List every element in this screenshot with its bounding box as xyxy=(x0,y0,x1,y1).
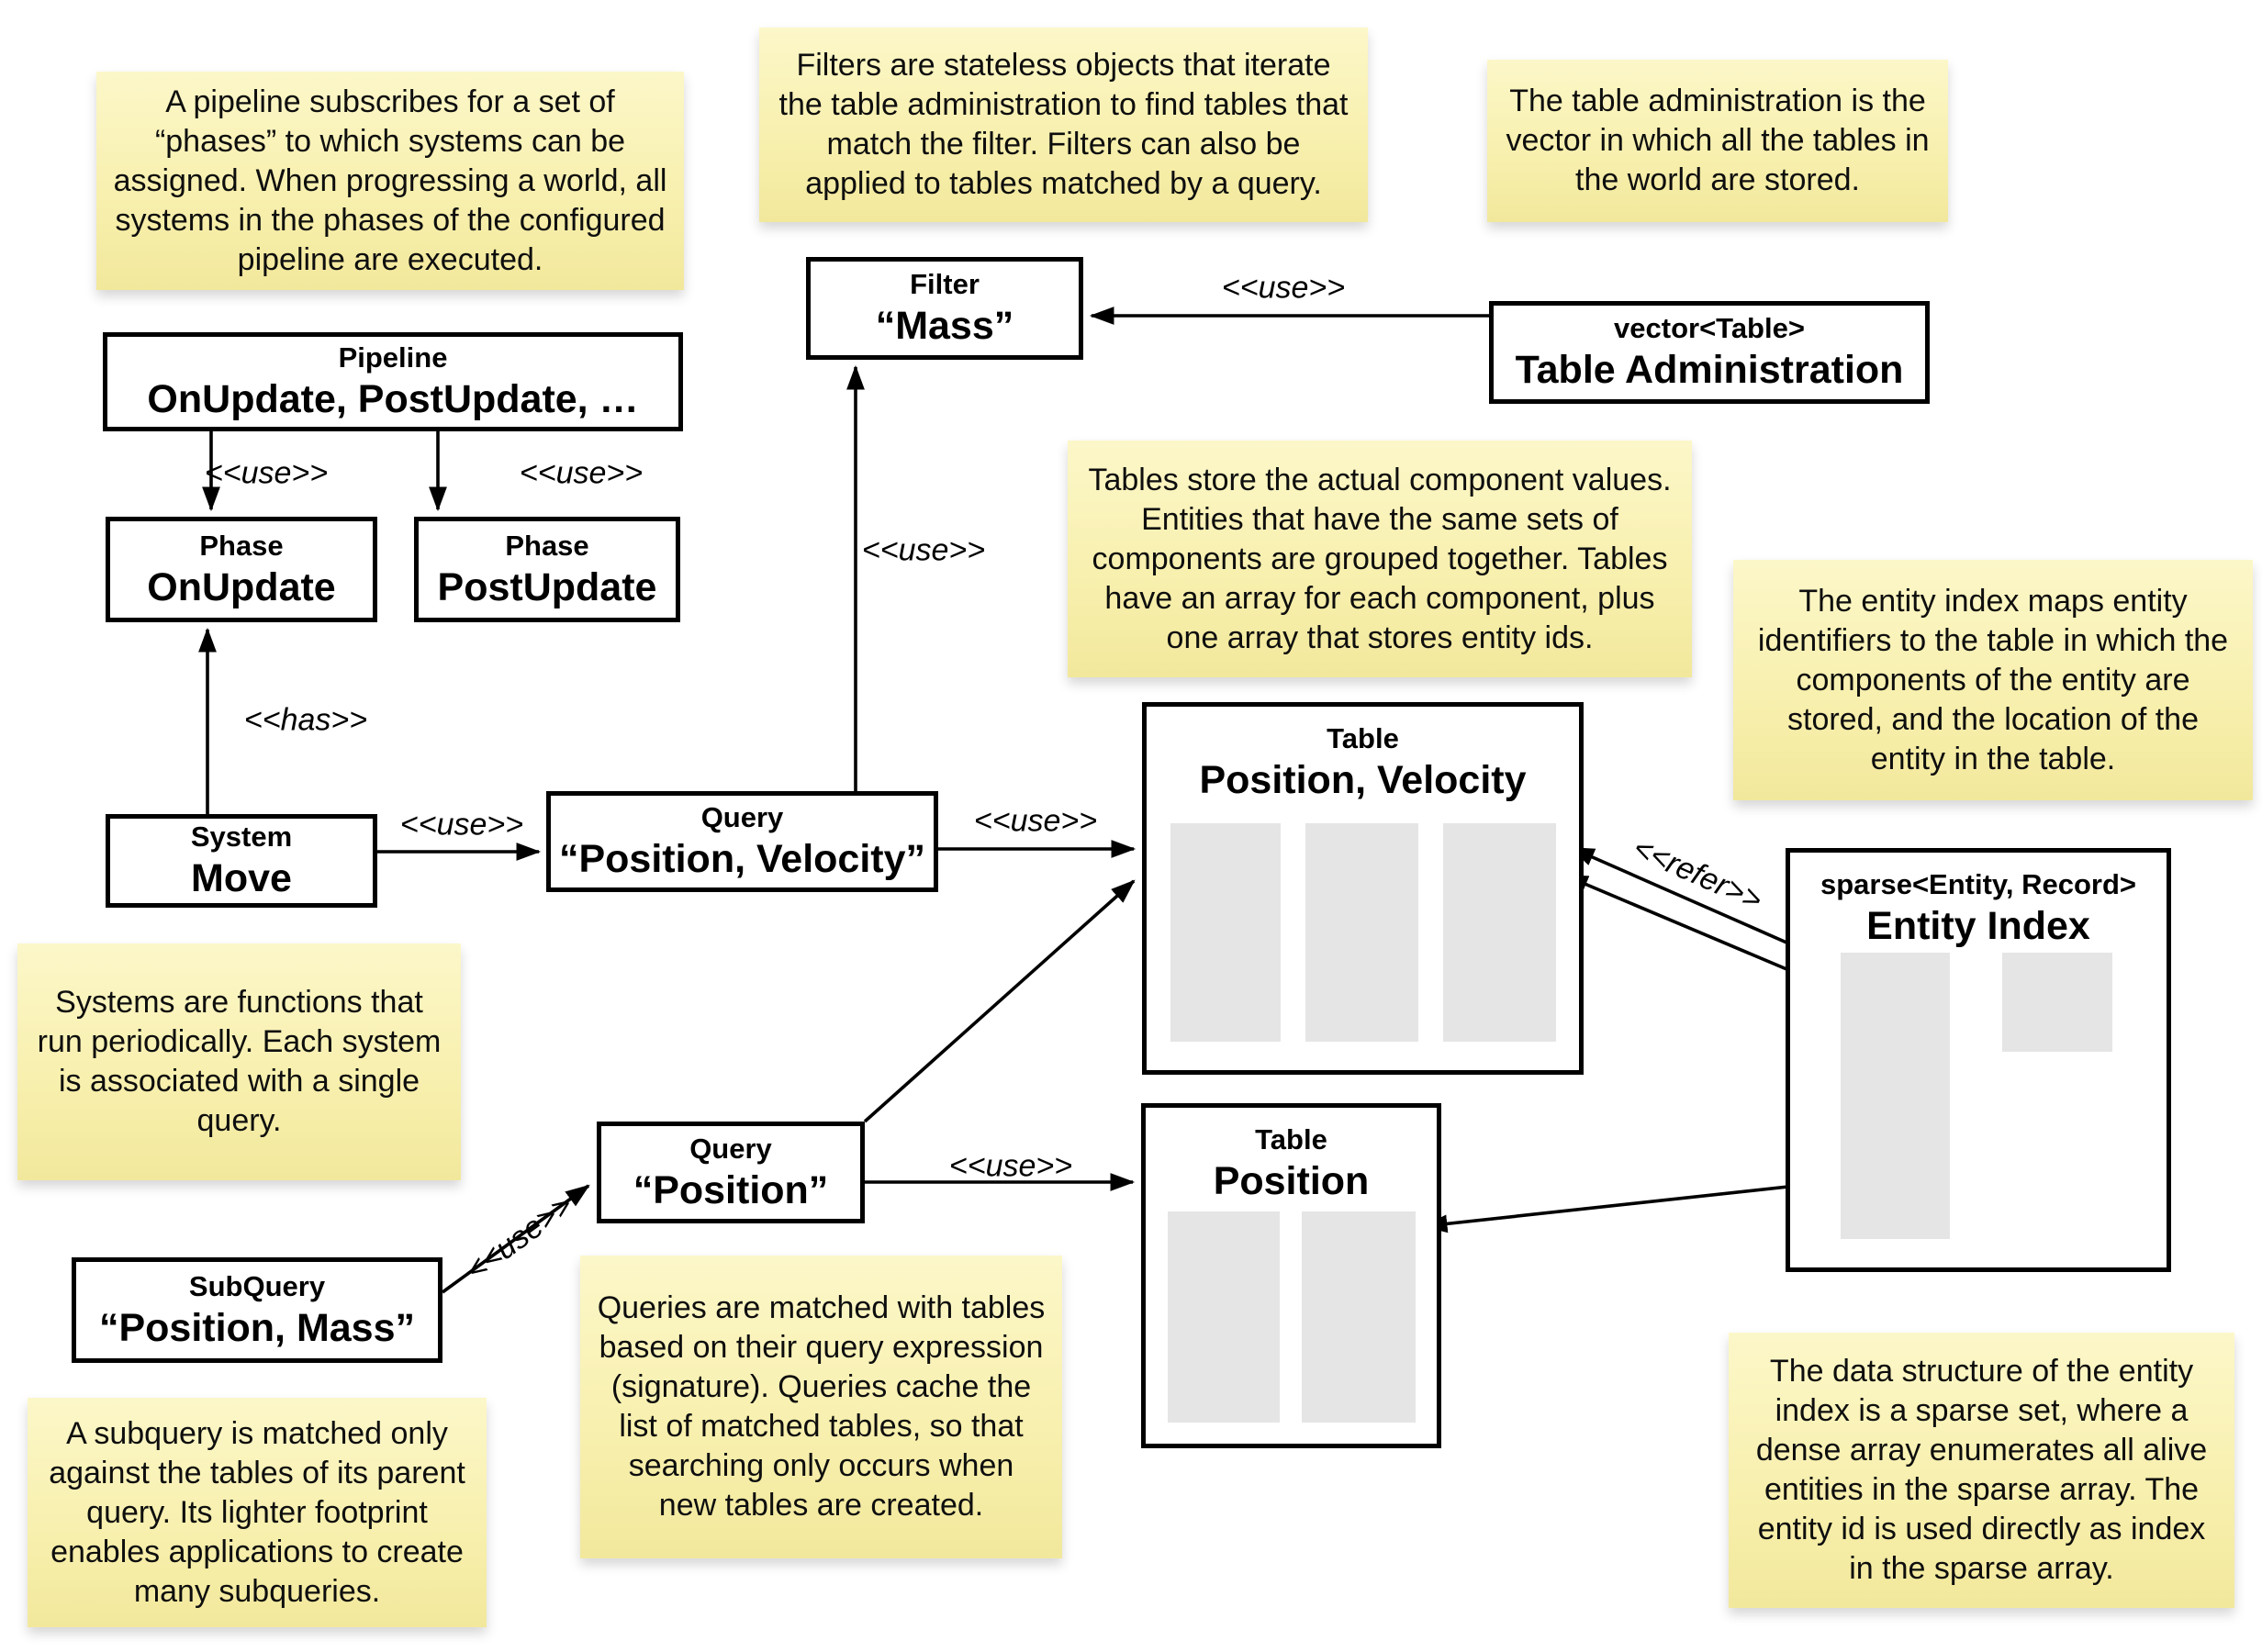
array-column xyxy=(1305,823,1418,1042)
label-use-system-query: <<use>> xyxy=(399,807,524,843)
box-system-move-name: Move xyxy=(191,856,292,900)
box-query-position-stereotype: Query xyxy=(689,1132,772,1165)
label-has-system-phase: <<has>> xyxy=(243,702,368,738)
box-query-position-velocity: Query “Position, Velocity” xyxy=(546,791,938,892)
box-filter-mass: Filter “Mass” xyxy=(806,257,1083,360)
box-entity-index-name: Entity Index xyxy=(1866,904,2090,948)
box-filter-mass-stereotype: Filter xyxy=(910,268,980,300)
box-query-position-velocity-stereotype: Query xyxy=(700,801,784,833)
box-table-position-velocity-name: Position, Velocity xyxy=(1199,758,1527,802)
label-use-pipeline-postupdate: <<use>> xyxy=(519,455,644,491)
box-table-position-stereotype: Table xyxy=(1255,1123,1327,1155)
box-table-administration-stereotype: vector<Table> xyxy=(1614,312,1805,344)
label-use-query-tablepv: <<use>> xyxy=(973,803,1098,839)
arrow-querypos-tablepv xyxy=(863,879,1136,1123)
note-pipeline: A pipeline subscribes for a set of “phas… xyxy=(96,72,684,290)
label-use-querypos-tablepos: <<use>> xyxy=(948,1148,1073,1184)
array-column xyxy=(2002,953,2112,1052)
label-use-tableadmin-filter: <<use>> xyxy=(1221,270,1346,306)
note-entity-index-text: The entity index maps entity identifiers… xyxy=(1757,583,2229,776)
box-filter-mass-name: “Mass” xyxy=(875,304,1014,348)
label-use-pipeline-onupdate: <<use>> xyxy=(204,455,329,491)
box-phase-onupdate-name: OnUpdate xyxy=(147,564,336,609)
box-query-position: Query“Position” xyxy=(597,1122,865,1223)
box-system-move-stereotype: System xyxy=(190,820,293,853)
array-column xyxy=(1841,953,1950,1239)
box-subquery: SubQuery“Position, Mass” xyxy=(72,1257,442,1363)
note-tables-text: Tables store the actual component values… xyxy=(1088,462,1672,655)
note-subquery-text: A subquery is matched only against the t… xyxy=(49,1415,465,1609)
box-table-position-velocity-stereotype: Table xyxy=(1327,722,1399,754)
array-column xyxy=(1170,823,1281,1042)
note-systems: Systems are functions that run periodica… xyxy=(17,943,461,1180)
box-phase-postupdate-name: PostUpdate xyxy=(437,564,657,609)
note-tables: Tables store the actual component values… xyxy=(1068,441,1692,677)
array-column xyxy=(1302,1211,1416,1423)
note-queries: Queries are matched with tables based on… xyxy=(580,1256,1062,1558)
array-column xyxy=(1168,1211,1280,1423)
note-subquery: A subquery is matched only against the t… xyxy=(28,1398,487,1627)
array-column xyxy=(1443,823,1556,1042)
label-use-query-filter: <<use>> xyxy=(861,532,986,568)
box-pipeline-stereotype: Pipeline xyxy=(338,341,448,374)
box-table-administration-name: Table Administration xyxy=(1515,348,1904,392)
note-filters-text: Filters are stateless objects that itera… xyxy=(778,48,1349,201)
box-subquery-stereotype: SubQuery xyxy=(188,1269,326,1302)
box-subquery-name: “Position, Mass” xyxy=(98,1305,416,1350)
note-queries-text: Queries are matched with tables based on… xyxy=(597,1290,1046,1523)
box-pipeline-name: OnUpdate, PostUpdate, … xyxy=(147,377,639,421)
box-table-administration: vector<Table> Table Administration xyxy=(1489,301,1930,404)
note-filters: Filters are stateless objects that itera… xyxy=(759,28,1368,222)
label-refer-entityindex-tablepv: <<refer>> xyxy=(1628,830,1768,919)
note-entity-index: The entity index maps entity identifiers… xyxy=(1733,560,2253,800)
note-sparse-set-text: The data structure of the entity index i… xyxy=(1755,1354,2208,1586)
note-table-administration: The table administration is the vector i… xyxy=(1487,60,1948,222)
box-phase-onupdate-stereotype: Phase xyxy=(199,529,284,562)
box-entity-index-stereotype: sparse<Entity, Record> xyxy=(1820,868,2136,900)
note-sparse-set: The data structure of the entity index i… xyxy=(1729,1333,2234,1608)
note-table-administration-text: The table administration is the vector i… xyxy=(1506,84,1930,197)
note-systems-text: Systems are functions that run periodica… xyxy=(37,985,442,1138)
box-query-position-name: “Position” xyxy=(633,1167,829,1212)
label-use-subquery-querypos: <<use>> xyxy=(459,1187,580,1289)
box-table-position-name: Position xyxy=(1213,1159,1370,1203)
box-phase-postupdate-stereotype: Phase xyxy=(505,529,589,562)
box-query-position-velocity-name: “Position, Velocity” xyxy=(558,837,926,881)
note-pipeline-text: A pipeline subscribes for a set of “phas… xyxy=(113,84,667,277)
arrow-entityindex-tablepos xyxy=(1422,1179,1840,1233)
